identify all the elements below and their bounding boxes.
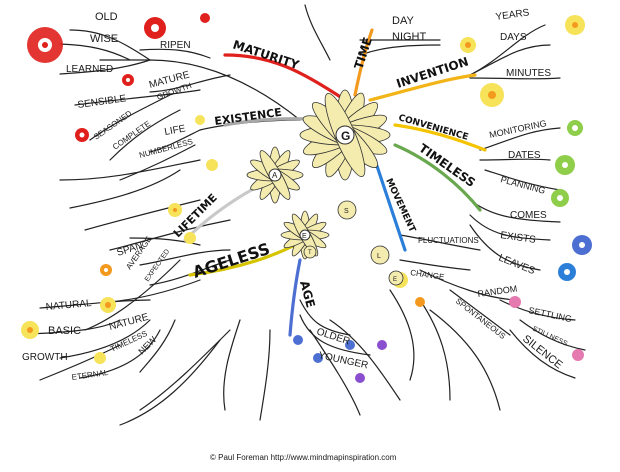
word-fluctuations: FLUCTUATIONS xyxy=(418,236,479,245)
blue-flower-icon xyxy=(293,335,303,345)
word-night: NIGHT xyxy=(392,31,427,43)
yellow-flower-icon xyxy=(21,321,39,339)
word-ripen: RIPEN xyxy=(160,40,191,51)
small-flower: T xyxy=(303,245,317,259)
word-spontaneous: SPONTANEOUS xyxy=(454,296,507,340)
word-sensible: SENSIBLE xyxy=(77,93,127,111)
convenience-line xyxy=(393,123,487,152)
green-flower-icon xyxy=(551,189,569,207)
small-flower: S xyxy=(337,200,357,220)
pink-flower-icon xyxy=(509,296,521,308)
main-labels: MATURITY TIME INVENTION EXISTENCE CONVEN… xyxy=(171,35,478,309)
label-age: AGE xyxy=(297,279,318,309)
small-flower: E xyxy=(388,270,404,286)
timeless-line xyxy=(393,143,482,212)
word-comes: COMES xyxy=(510,210,547,221)
yellow-flower-icon xyxy=(195,115,205,125)
word-day: DAY xyxy=(392,15,414,27)
word-exists: EXISTS xyxy=(500,230,537,246)
word-settling: SETTLING xyxy=(528,305,573,324)
age-line xyxy=(288,258,302,337)
orange-flower-icon xyxy=(100,264,112,276)
flower-letter-s: S xyxy=(344,208,349,215)
green-flower-icon xyxy=(555,155,575,175)
yellow-flower-icon xyxy=(565,15,585,35)
pink-flower-icon xyxy=(572,349,584,361)
maturity-line xyxy=(223,53,347,102)
time-line xyxy=(353,28,374,97)
red-flower-icon xyxy=(144,17,166,39)
yellow-flower-icon xyxy=(184,232,196,244)
ageless-line xyxy=(188,243,297,277)
blue-flower-icon xyxy=(313,353,323,363)
word-planning: PLANNING xyxy=(499,174,546,196)
red-flower-icon xyxy=(200,13,210,23)
label-time: TIME xyxy=(352,35,375,71)
center-letter: G xyxy=(341,129,350,143)
orange-flower-icon xyxy=(415,297,425,307)
word-learned: LEARNED xyxy=(66,64,113,75)
word-change: CHANGE xyxy=(410,268,445,282)
movement-line xyxy=(373,158,407,252)
word-wise: WISE xyxy=(90,33,118,45)
yellow-flower-icon xyxy=(460,37,476,53)
purple-flower-icon xyxy=(377,340,387,350)
blue-flower-icon xyxy=(345,340,355,350)
secondary-flower: A xyxy=(246,146,304,204)
label-timeless: TIMELESS xyxy=(416,141,478,190)
word-old: OLD xyxy=(95,11,118,23)
word-growth2: GROWTH xyxy=(22,352,68,363)
blue-flower-icon xyxy=(572,235,592,255)
word-numberless: NUMBERLESS xyxy=(138,137,194,160)
invention-line xyxy=(368,73,477,102)
word-minutes: MINUTES xyxy=(506,68,551,79)
credit-text: © Paul Foreman http://www.mindmapinspira… xyxy=(210,453,397,462)
label-ageless: AGELESS xyxy=(190,239,272,282)
yellow-flower-icon xyxy=(100,297,116,313)
word-years: YEARS xyxy=(495,7,530,23)
label-existence: EXISTENCE xyxy=(214,106,283,128)
word-older: OLDER xyxy=(315,326,351,347)
word-natural: NATURAL xyxy=(45,298,92,313)
word-eternal: ETERNAL xyxy=(71,368,109,382)
central-flower: G xyxy=(299,89,391,181)
flower-letter-l: L xyxy=(377,253,381,260)
purple-flower-icon xyxy=(355,373,365,383)
flower-letter-e: E xyxy=(302,233,307,240)
red-flower-icon xyxy=(75,128,89,142)
label-invention: INVENTION xyxy=(395,54,471,90)
flower-letter-t: T xyxy=(308,250,312,256)
yellow-flower-icon xyxy=(206,159,218,171)
flower-letter-e2: E xyxy=(393,277,397,283)
word-life: LIFE xyxy=(164,123,187,138)
red-flower-icon xyxy=(122,74,134,86)
small-flower: L xyxy=(370,245,390,265)
flower-letter-a: A xyxy=(272,171,278,180)
yellow-flower-icon xyxy=(168,203,182,217)
thin-branches xyxy=(29,4,586,426)
word-basic: BASIC xyxy=(48,325,81,337)
yellow-flower-icon xyxy=(480,83,504,107)
word-leaves: LEAVES xyxy=(497,253,537,278)
label-movement: MOVEMENT xyxy=(383,177,417,235)
blue-flower-icon xyxy=(558,263,576,281)
word-expected: EXPECTED xyxy=(144,248,171,283)
word-dates: DATES xyxy=(508,150,541,161)
yellow-flower-icon xyxy=(94,352,106,364)
green-flower-icon xyxy=(567,120,583,136)
word-days: DAYS xyxy=(500,32,527,43)
red-flower-icon xyxy=(27,27,63,63)
word-random: RANDOM xyxy=(477,284,518,299)
